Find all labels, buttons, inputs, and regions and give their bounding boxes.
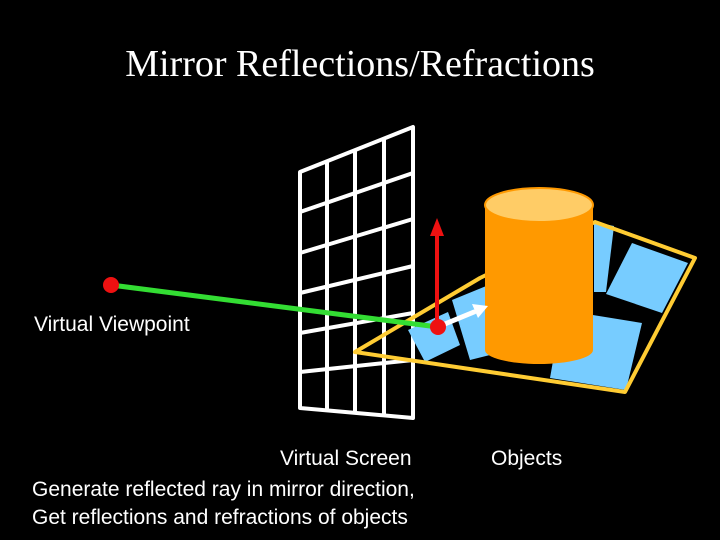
surface-normal-arrowhead [430, 218, 444, 236]
surface-normal [430, 218, 444, 326]
grid-hline-1 [299, 171, 414, 214]
virtual-viewpoint-label: Virtual Viewpoint [34, 313, 190, 336]
caption: Generate reflected ray in mirror directi… [32, 476, 415, 532]
grid-hline-3 [299, 264, 414, 295]
grid-hline-2 [299, 217, 414, 255]
reflected-ray [437, 304, 488, 329]
virtual-screen-label: Virtual Screen [280, 447, 412, 470]
caption-line-2: Get reflections and refractions of objec… [32, 506, 408, 529]
primary-ray [108, 282, 441, 330]
objects-label: Objects [491, 447, 563, 470]
grid-hline-4 [299, 311, 414, 335]
slide-title: Mirror Reflections/Refractions [125, 43, 595, 85]
reflected-ray-arrowhead [472, 304, 488, 318]
reflected-ray-line [437, 309, 477, 329]
cylinder-object [484, 187, 594, 364]
tile-right [606, 243, 688, 313]
tile-back-right [594, 222, 614, 292]
viewpoint-dot [103, 277, 119, 293]
cylinder-top [484, 187, 594, 223]
mirror-outline [353, 220, 697, 394]
cylinder-body [485, 205, 593, 364]
virtual-screen-grid [298, 125, 415, 420]
grid-hline-5 [299, 358, 414, 374]
hit-point-dot [430, 319, 446, 335]
virtual-screen-frame [298, 125, 415, 420]
caption-line-1: Generate reflected ray in mirror directi… [32, 478, 415, 501]
mirror-tiles [408, 222, 688, 390]
